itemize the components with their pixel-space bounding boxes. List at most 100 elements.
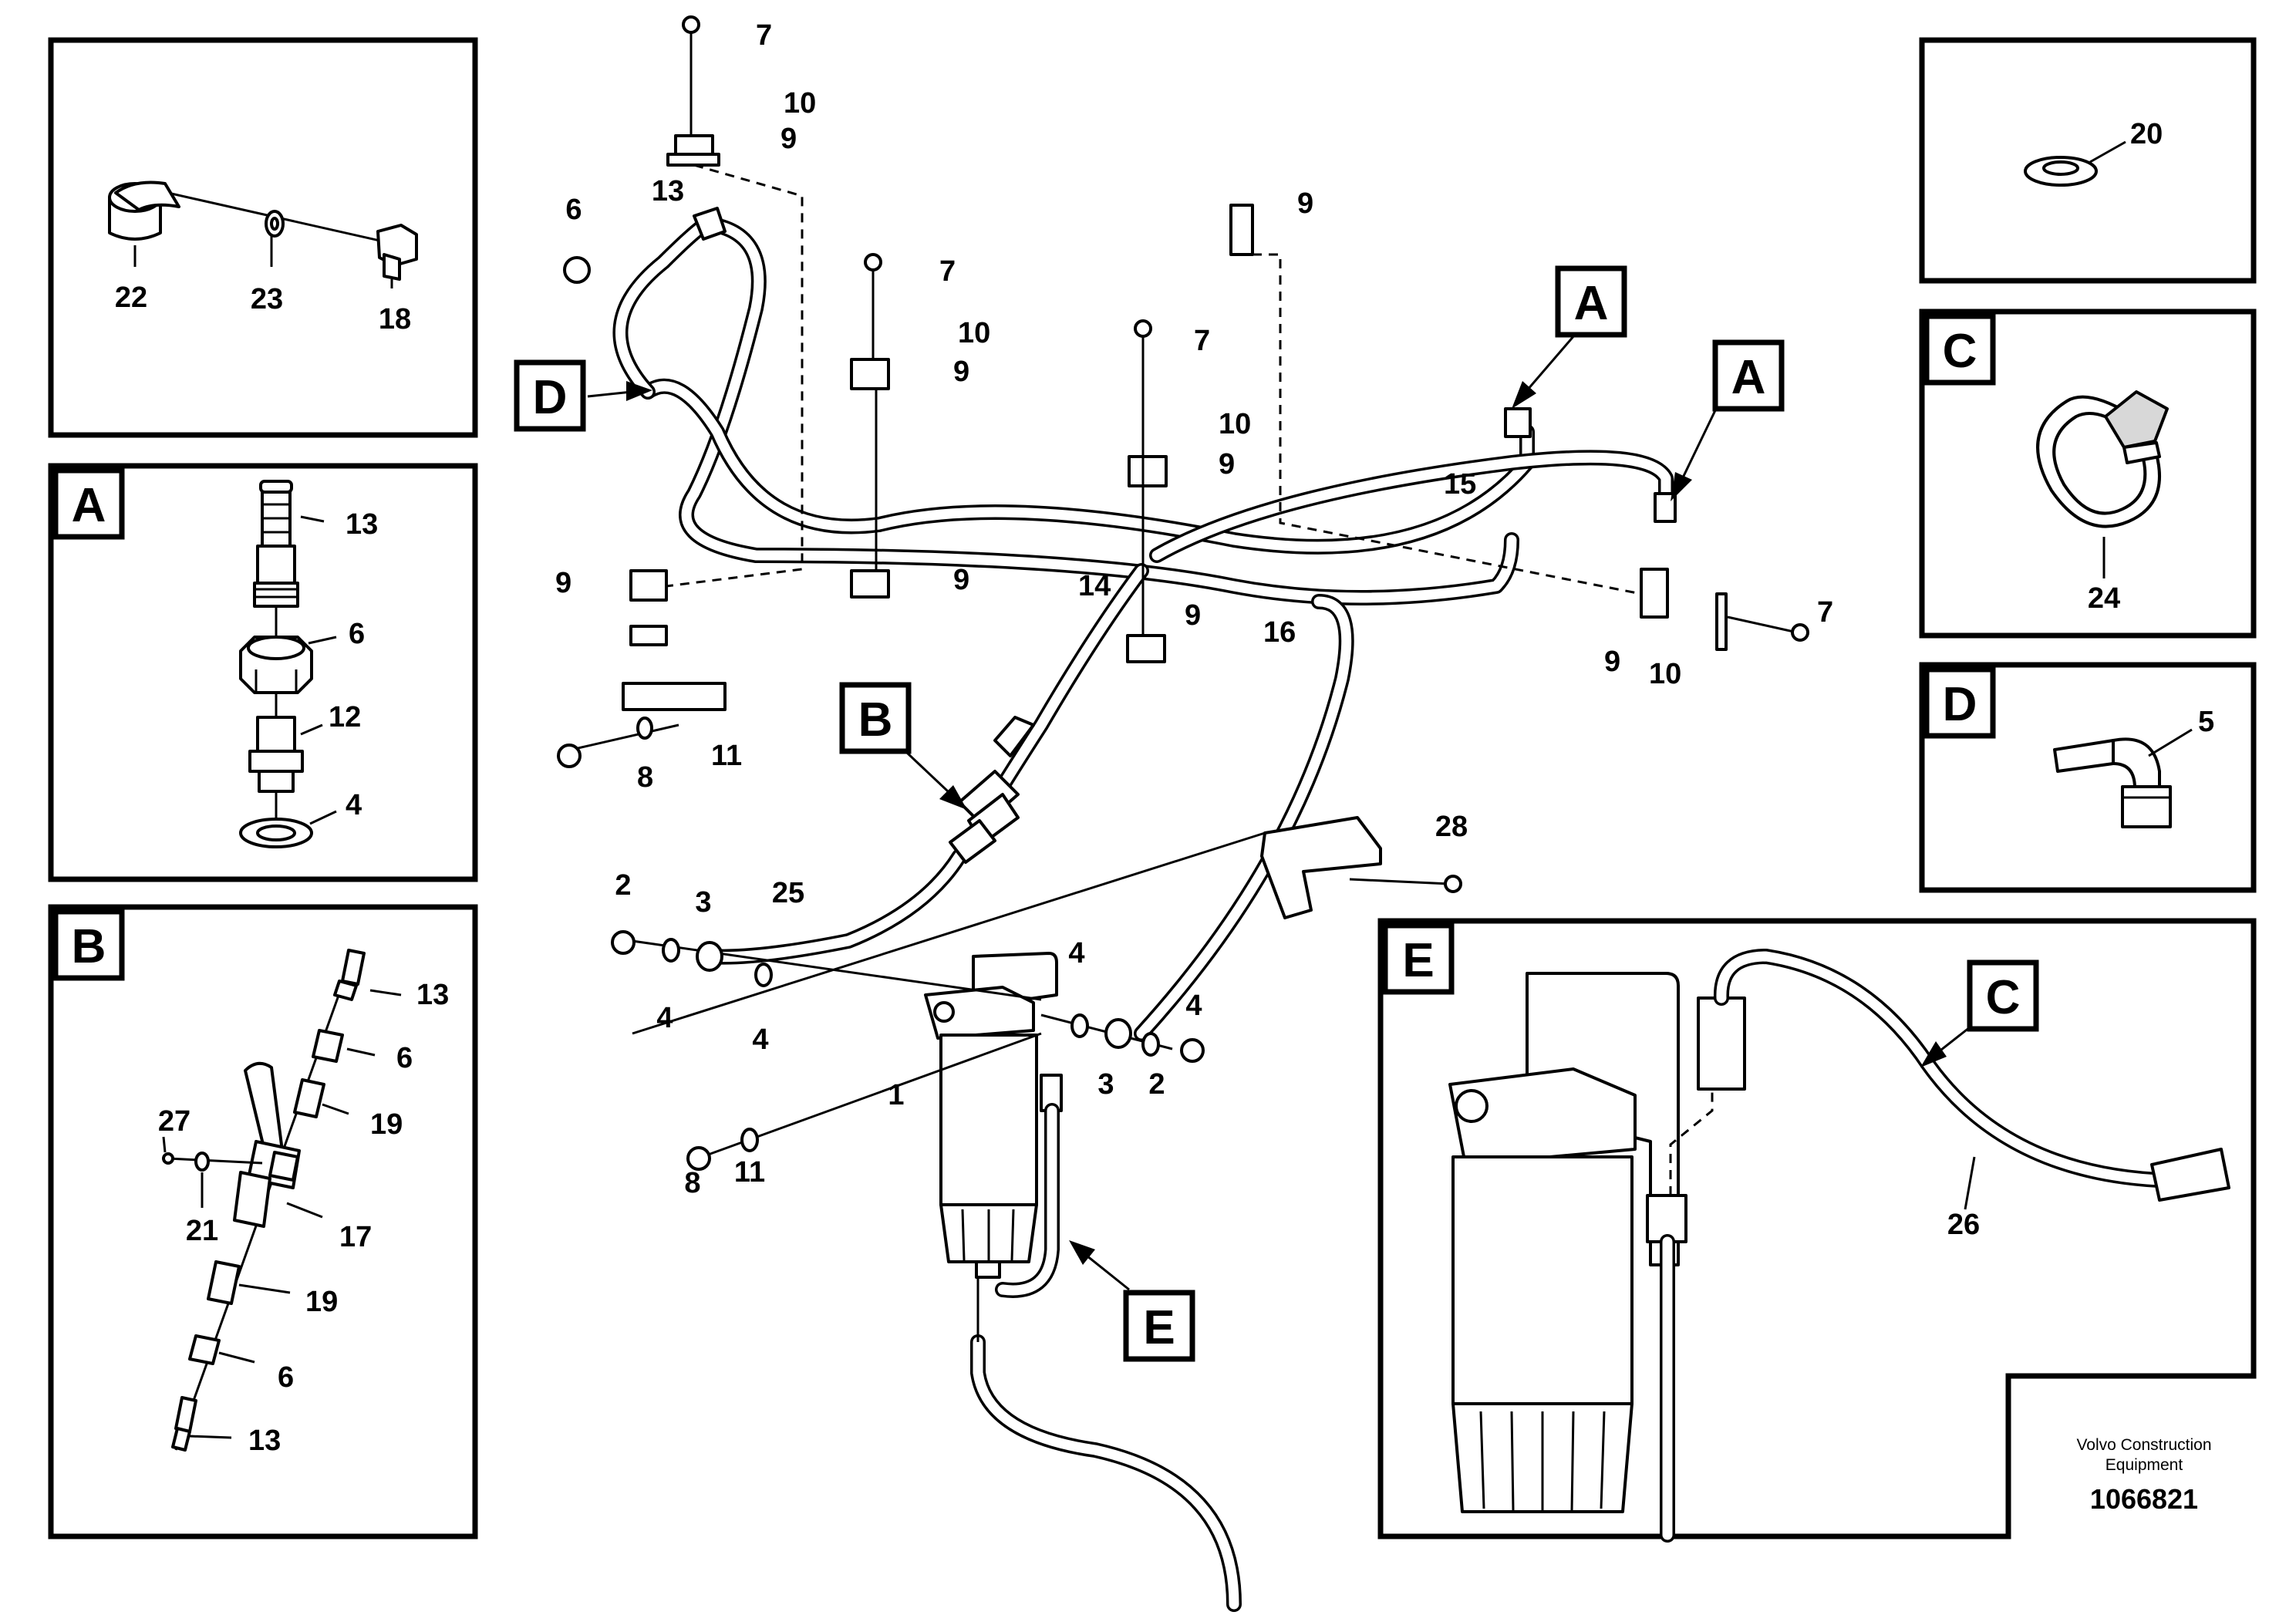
detail-frame-d (1919, 662, 2257, 893)
letter-d-label: D (1943, 678, 1977, 731)
callout-9-mid: 9 (953, 356, 969, 388)
washer-detail (2024, 140, 2126, 187)
callout-b-13-top: 13 (416, 979, 449, 1011)
callout-9-far-right: 9 (1604, 646, 1620, 678)
callout-10-right: 10 (1219, 408, 1251, 440)
letter-box-c (1923, 313, 1996, 386)
callout-6-main: 6 (565, 194, 582, 226)
letter-box-b (52, 909, 125, 981)
callout-3-left: 3 (695, 886, 711, 919)
detail-frame-a (48, 463, 478, 882)
callout-24: 24 (2088, 582, 2120, 615)
callout-9-right-top: 9 (1297, 187, 1313, 220)
ref-box-e (1123, 1290, 1195, 1362)
ref-box-c (1967, 959, 2039, 1032)
callout-14: 14 (1078, 570, 1111, 602)
callout-5: 5 (2198, 706, 2214, 738)
callout-b-6-top: 6 (396, 1042, 413, 1074)
callout-26: 26 (1947, 1209, 1980, 1241)
callout-a-4: 4 (346, 789, 362, 821)
ref-e-label: E (1143, 1301, 1175, 1354)
callout-b-21: 21 (186, 1215, 218, 1247)
document-footer: Volvo Construction Equipment 1066821 (2076, 1436, 2211, 1515)
credit-line-1: Volvo Construction (2076, 1436, 2211, 1454)
callout-28: 28 (1435, 811, 1468, 843)
detail-frame-c (1919, 309, 2257, 639)
callout-8-lower: 8 (684, 1167, 700, 1199)
callout-7-top: 7 (756, 19, 772, 52)
callout-9-right: 9 (1219, 448, 1235, 481)
valve-and-fittings (693, 207, 1677, 864)
elbow-fitting-detail (2053, 728, 2193, 828)
ref-b-label: B (858, 693, 893, 747)
callout-7-far-right: 7 (1817, 596, 1833, 629)
callout-10-far-right: 10 (1649, 658, 1681, 690)
callout-b-17: 17 (339, 1221, 372, 1253)
letter-b-label: B (72, 920, 106, 973)
letter-box-e (1382, 922, 1455, 995)
callout-22: 22 (115, 282, 147, 314)
callout-7-mid: 7 (939, 255, 956, 288)
ref-box-a-upper (1555, 265, 1627, 338)
clamp-detail (2036, 390, 2169, 578)
callout-13-main: 13 (652, 175, 684, 207)
ref-a-upper-label: A (1574, 277, 1609, 330)
letter-box-a (52, 467, 125, 540)
ref-a-lower-label: A (1731, 351, 1766, 404)
callout-1: 1 (888, 1079, 904, 1111)
callout-7-right: 7 (1194, 325, 1210, 357)
section-letter-labels: A B C D E A A B C D E (52, 265, 2039, 1362)
ref-box-b (839, 682, 912, 754)
brackets-and-clamps (564, 25, 1798, 1158)
detail-b-valve-assembly (162, 949, 402, 1452)
callout-25: 25 (772, 877, 804, 909)
ref-d-label: D (533, 371, 568, 424)
callout-9-top: 9 (781, 123, 797, 155)
callout-11-upper: 11 (711, 740, 742, 772)
callout-3-right: 3 (1097, 1068, 1114, 1101)
callout-4-far: 4 (1185, 990, 1202, 1022)
detail-e-filter-assembly (1448, 949, 2230, 1543)
callout-10-top: 10 (784, 87, 816, 120)
callout-10-mid: 10 (958, 317, 990, 349)
callout-4-mid: 4 (752, 1023, 768, 1056)
detail-frame-washer (1919, 37, 2257, 284)
part-number-callouts: 22 23 18 13 6 12 4 13 6 19 27 21 17 19 6… (115, 19, 2214, 1457)
callout-4-left: 4 (656, 1002, 673, 1034)
callout-b-27: 27 (158, 1105, 190, 1138)
callout-16: 16 (1263, 616, 1296, 649)
callout-4-right-top: 4 (1068, 937, 1084, 969)
callout-b-19-top: 19 (370, 1108, 403, 1141)
callout-a-13: 13 (346, 508, 378, 541)
credit-line-2: Equipment (2106, 1456, 2183, 1474)
callout-9-left: 9 (555, 567, 571, 599)
document-number: 1066821 (2090, 1483, 2198, 1515)
ref-box-d (514, 359, 586, 432)
letter-e-label: E (1402, 934, 1434, 987)
callout-b-6-bottom: 6 (278, 1361, 294, 1394)
plug-detail (108, 180, 418, 288)
callout-20: 20 (2130, 118, 2163, 150)
detail-a-assembly (239, 480, 337, 848)
detail-frame-plug (48, 37, 478, 438)
detail-frame-b (48, 904, 478, 1539)
callout-8-upper: 8 (637, 761, 653, 794)
callout-18: 18 (379, 303, 411, 336)
bolts-and-washers (557, 15, 1809, 1171)
callout-9-right-lower: 9 (1185, 599, 1201, 632)
callout-2-left: 2 (615, 869, 631, 902)
callout-15: 15 (1444, 468, 1476, 501)
detail-frame-e (1377, 918, 2257, 1539)
fuel-filter-main (924, 952, 1063, 1342)
callout-b-19-bottom: 19 (305, 1286, 338, 1318)
callout-11-lower: 11 (734, 1156, 765, 1189)
section-reference-arrows (587, 334, 1971, 1291)
letter-a-label: A (72, 479, 106, 532)
callout-23: 23 (251, 283, 283, 315)
callout-a-12: 12 (329, 701, 361, 733)
callout-9-mid-lower: 9 (953, 564, 969, 596)
callout-b-13-bottom: 13 (248, 1425, 281, 1457)
callout-a-6: 6 (349, 618, 365, 650)
